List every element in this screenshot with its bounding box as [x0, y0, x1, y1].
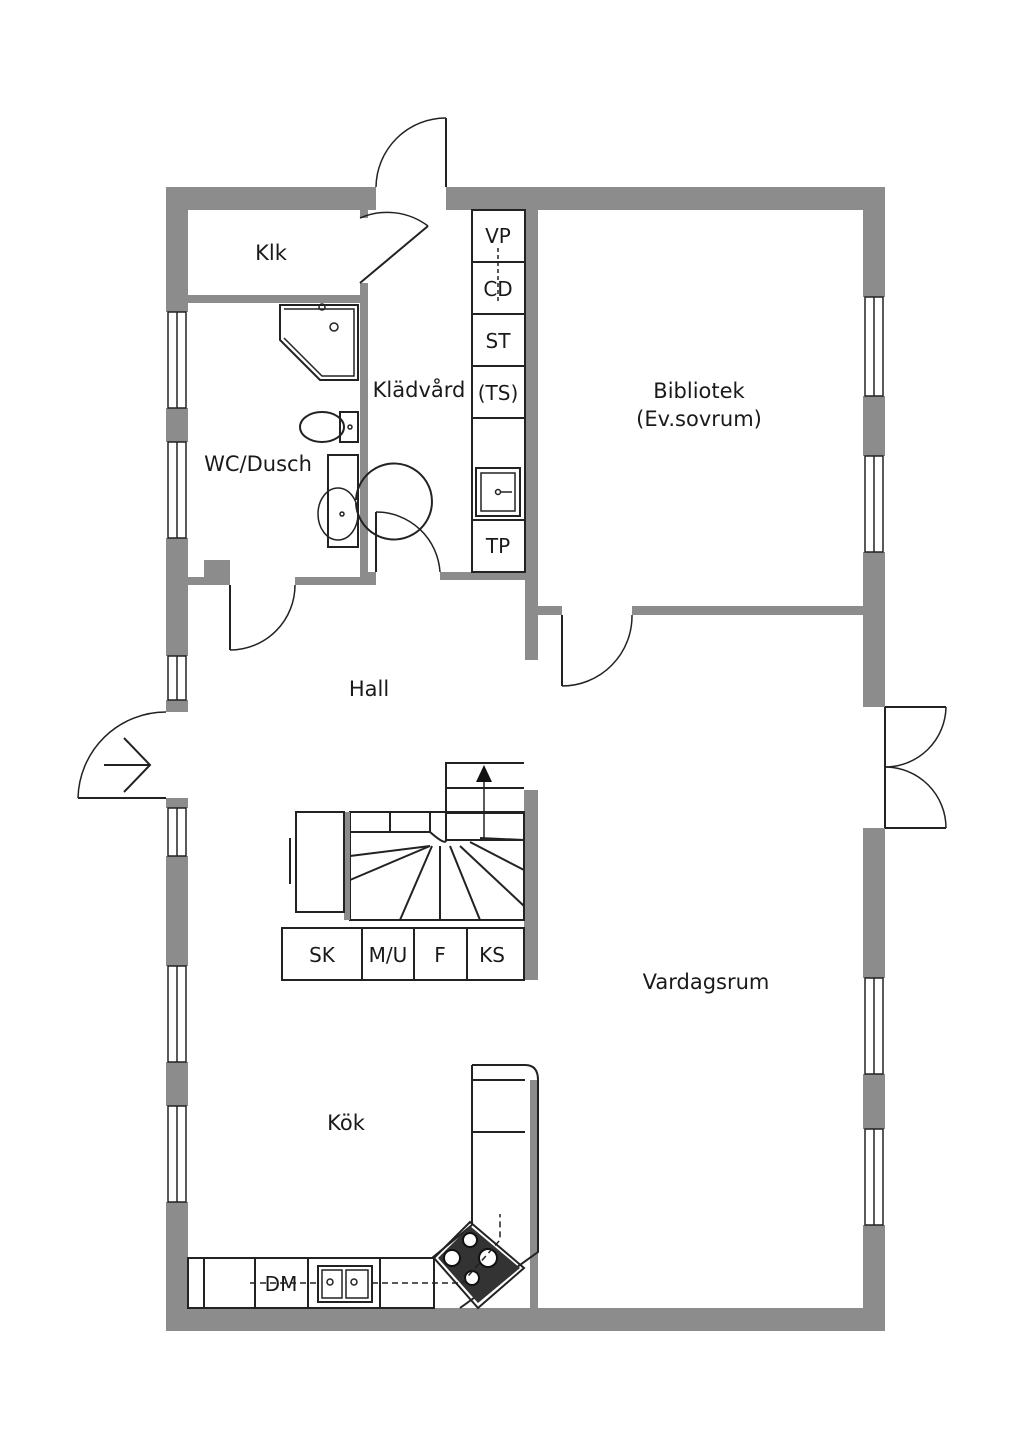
closet-label-cd: CD [483, 277, 512, 301]
room-label-vardagsrum: Vardagsrum [643, 970, 770, 994]
closet-label-f: F [434, 943, 446, 967]
interior-walls [188, 210, 863, 1308]
room-label-wc: WC/Dusch [204, 452, 312, 476]
laundry-cabinets [471, 209, 526, 573]
doors [77, 117, 947, 829]
closet-row [281, 927, 525, 981]
closet-label-ks: KS [479, 943, 505, 967]
closet-label-vp: VP [485, 224, 511, 248]
staircase [289, 762, 525, 921]
room-label-bibliotek-sub: (Ev.sovrum) [636, 407, 762, 431]
closet-label-sk: SK [309, 943, 336, 967]
bathroom-fixtures [279, 303, 433, 548]
closet-label-ts: (TS) [478, 381, 519, 405]
closet-labels: VP CD ST (TS) TP SK M/U F KS DM [265, 224, 519, 1296]
room-label-klk: Klk [255, 241, 288, 265]
closet-label-dm: DM [265, 1272, 298, 1296]
room-label-bibliotek: Bibliotek [653, 379, 745, 403]
closet-label-mu: M/U [369, 943, 408, 967]
windows [167, 296, 884, 1226]
closet-label-st: ST [486, 329, 512, 353]
exterior-walls [166, 187, 885, 1331]
room-label-kladvard: Klädvård [373, 377, 466, 402]
kitchen-counters [187, 1064, 539, 1310]
room-label-kok: Kök [327, 1111, 366, 1135]
closet-label-tp: TP [485, 534, 510, 558]
room-labels: Klk WC/Dusch Klädvård Bibliotek (Ev.sovr… [204, 241, 769, 1135]
room-label-hall: Hall [349, 677, 389, 701]
